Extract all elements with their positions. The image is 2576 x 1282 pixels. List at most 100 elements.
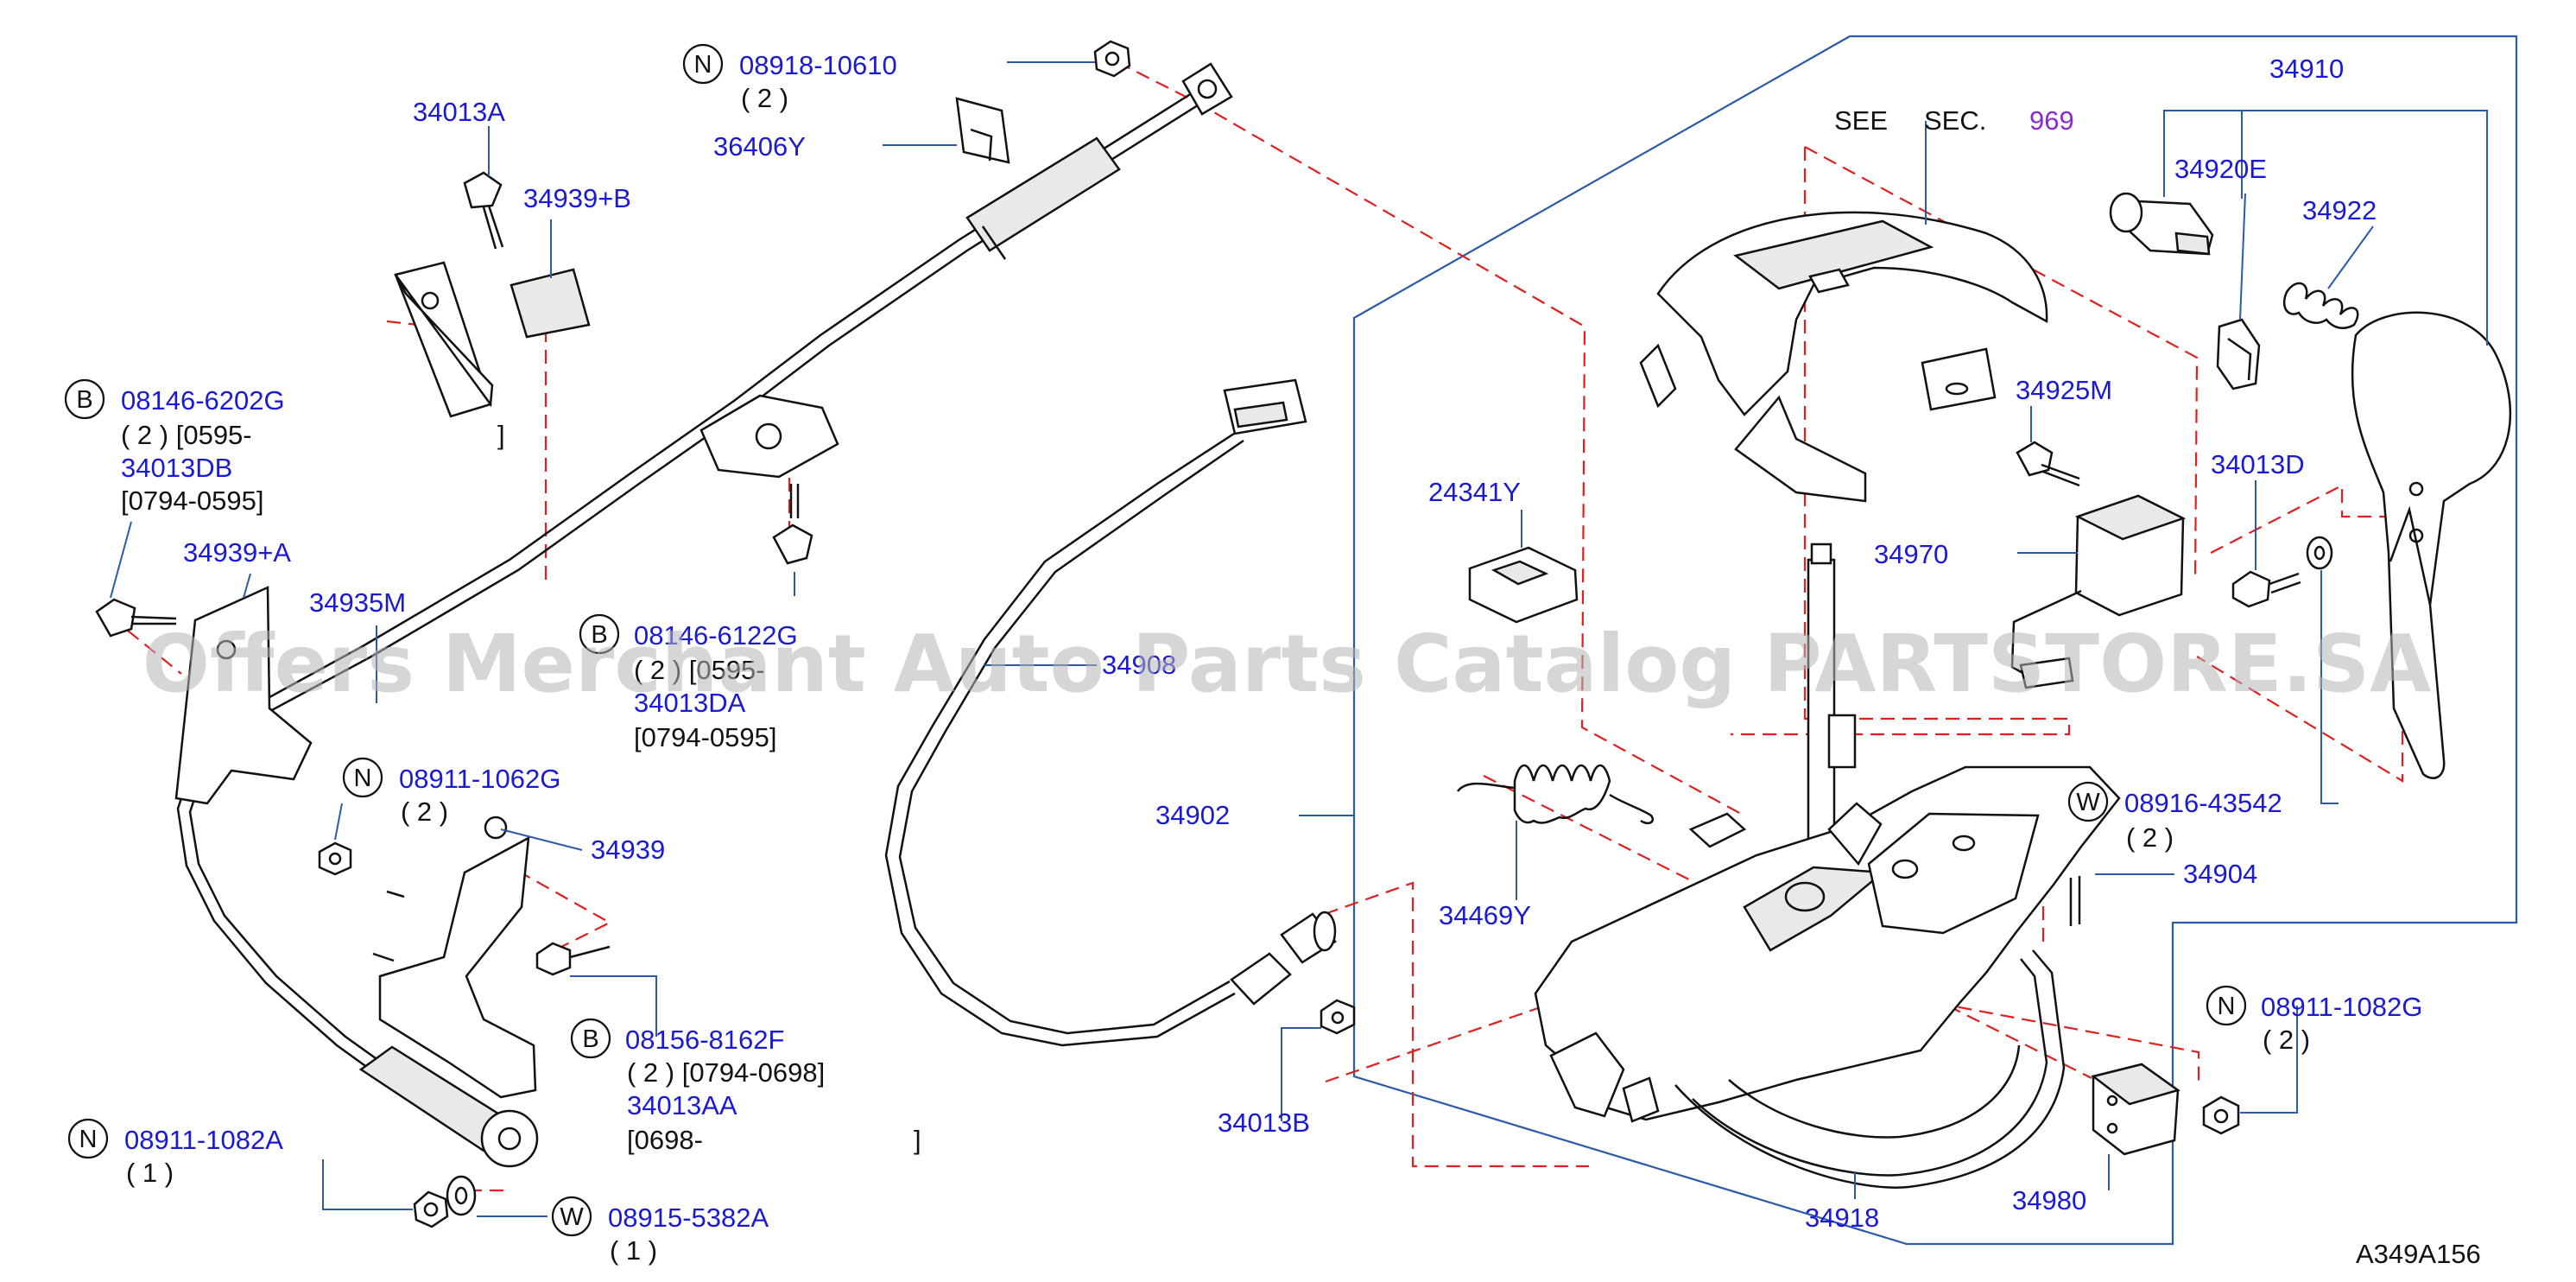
part-number: 08915-5382A <box>608 1203 769 1233</box>
part-number-alt: 34013DA <box>634 688 746 718</box>
quantity: ( 2 ) <box>401 796 448 827</box>
position-cable-34908 <box>884 378 1337 1047</box>
callout-letter: W <box>2076 789 2100 816</box>
label-34469y: 34469Y <box>1439 900 1531 930</box>
screw-34925m <box>2016 441 2080 487</box>
washer-08916-43542 <box>2306 536 2333 570</box>
callout-08156-8162f: B 08156-8162F ( 2 ) [0794-0698] 34013AA … <box>570 1018 921 1155</box>
quantity: ( 1 ) <box>610 1235 657 1266</box>
date-bracket: ] <box>914 1125 921 1155</box>
nut-34013b <box>1320 999 1356 1035</box>
label-34904: 34904 <box>2183 859 2257 889</box>
label-34939: 34939 <box>591 835 665 865</box>
date-range-alt: [0698- <box>627 1125 703 1155</box>
quantity: ( 1 ) <box>126 1158 174 1188</box>
detent-24341y <box>1468 546 1579 624</box>
see-label: SEE <box>1834 105 1888 136</box>
knob-34910 <box>2351 311 2512 779</box>
callout-08146-6122g: B 08146-6122G ( 2 ) [0595- 34013DA [0794… <box>579 613 798 752</box>
diagram-code: A349A156 <box>2356 1239 2481 1269</box>
clip-36406y <box>955 97 1010 164</box>
bracket-34939a <box>174 586 313 805</box>
bracket-34939b <box>394 261 591 418</box>
part-number: 08156-8162F <box>625 1025 784 1055</box>
part-number: 08918-10610 <box>739 50 897 80</box>
callout-letter: B <box>591 621 607 649</box>
spring-34469y <box>1457 764 1655 825</box>
callout-letter: B <box>76 386 92 414</box>
label-34920e: 34920E <box>2174 154 2267 184</box>
callout-letter: W <box>560 1203 584 1231</box>
quantity: ( 2 ) <box>2263 1025 2310 1055</box>
bracket-34939 <box>372 816 537 1099</box>
callout-letter: N <box>354 765 372 792</box>
label-34939b: 34939+B <box>523 183 631 213</box>
label-34918: 34918 <box>1805 1203 1879 1233</box>
washer-08915-5382a <box>446 1175 477 1216</box>
callout-08911-1062g: N 08911-1062G ( 2 ) <box>342 757 560 827</box>
part-number: 08911-1062G <box>399 764 560 794</box>
bolt-08156-8162f <box>535 942 611 976</box>
part-number-alt: 34013AA <box>627 1090 737 1120</box>
clip-34920e-part <box>2216 318 2261 390</box>
part-number: 08911-1082A <box>124 1125 283 1155</box>
nut-08911-1062g <box>318 841 352 876</box>
nut-08911-1082a <box>413 1190 449 1228</box>
label-34013a: 34013A <box>413 97 505 127</box>
button-34920e <box>2109 192 2214 256</box>
see-section-reference: SEE SEC. 969 <box>1834 105 2074 136</box>
date-range-alt: [0794-0595] <box>121 486 263 516</box>
part-number: 08916-43542 <box>2124 788 2282 818</box>
label-34013d: 34013D <box>2211 449 2305 479</box>
nut-08918-10610 <box>1093 40 1131 78</box>
label-36406y: 36406Y <box>713 131 806 162</box>
label-34925m: 34925M <box>2016 375 2112 405</box>
part-number-alt: 34013DB <box>121 453 232 483</box>
label-34013b: 34013B <box>1218 1107 1310 1138</box>
watermark: Offers Merchant Auto Parts Catalog PARTS… <box>142 618 2432 710</box>
shift-base-34904 <box>1534 765 2121 1123</box>
section-number: 969 <box>2029 105 2074 136</box>
label-34980: 34980 <box>2012 1185 2086 1215</box>
part-number: 08911-1082G <box>2261 992 2422 1022</box>
sec-label: SEC. <box>1924 105 1986 136</box>
label-34910: 34910 <box>2269 54 2344 84</box>
assembly-frame <box>1352 35 2518 1246</box>
block-34980 <box>2091 1063 2180 1156</box>
date-range: ( 2 ) [0794-0698] <box>627 1057 825 1088</box>
leader-lines <box>110 61 2488 1217</box>
callout-08916-43542: W 08916-43542 ( 2 ) <box>2067 781 2282 853</box>
label-24341y: 24341Y <box>1428 477 1521 507</box>
callout-08911-1082g: N 08911-1082G ( 2 ) <box>2206 985 2422 1055</box>
screw-34013d <box>2231 570 2301 608</box>
date-range: ( 2 ) [0595- <box>634 655 765 685</box>
nut-08911-1082g <box>2202 1095 2240 1135</box>
label-34935m: 34935M <box>309 587 406 618</box>
bolt-08146-6202g <box>95 598 177 638</box>
label-34939a: 34939+A <box>183 537 291 568</box>
label-34908: 34908 <box>1102 650 1176 680</box>
part-number: 08146-6202G <box>121 385 285 416</box>
callout-letter: N <box>79 1126 98 1153</box>
label-34922: 34922 <box>2302 195 2377 225</box>
date-range-alt: [0794-0595] <box>634 722 776 752</box>
quantity: ( 2 ) <box>741 83 788 113</box>
label-34902: 34902 <box>1155 800 1230 830</box>
label-34970: 34970 <box>1874 539 1948 569</box>
quantity: ( 2 ) <box>2126 822 2174 853</box>
callout-08146-6202g: B 08146-6202G ( 2 ) [0595- ] 34013DB [07… <box>64 378 505 516</box>
bolt-34013a <box>463 171 504 250</box>
callout-08915-5382a: W 08915-5382A ( 1 ) <box>551 1196 769 1266</box>
part-number: 08146-6122G <box>634 620 798 651</box>
callout-letter: N <box>2218 993 2236 1020</box>
bolt-08146-6122g <box>772 484 813 565</box>
date-range: ( 2 ) [0595- <box>121 420 252 450</box>
callout-08911-1082a: N 08911-1082A ( 1 ) <box>67 1118 283 1188</box>
callout-letter: N <box>694 51 712 79</box>
cover-34918 <box>1674 949 2066 1189</box>
solenoid-34970 <box>2010 494 2187 689</box>
callout-letter: B <box>582 1025 598 1053</box>
callout-08918-10610: N 08918-10610 ( 2 ) <box>682 43 897 113</box>
